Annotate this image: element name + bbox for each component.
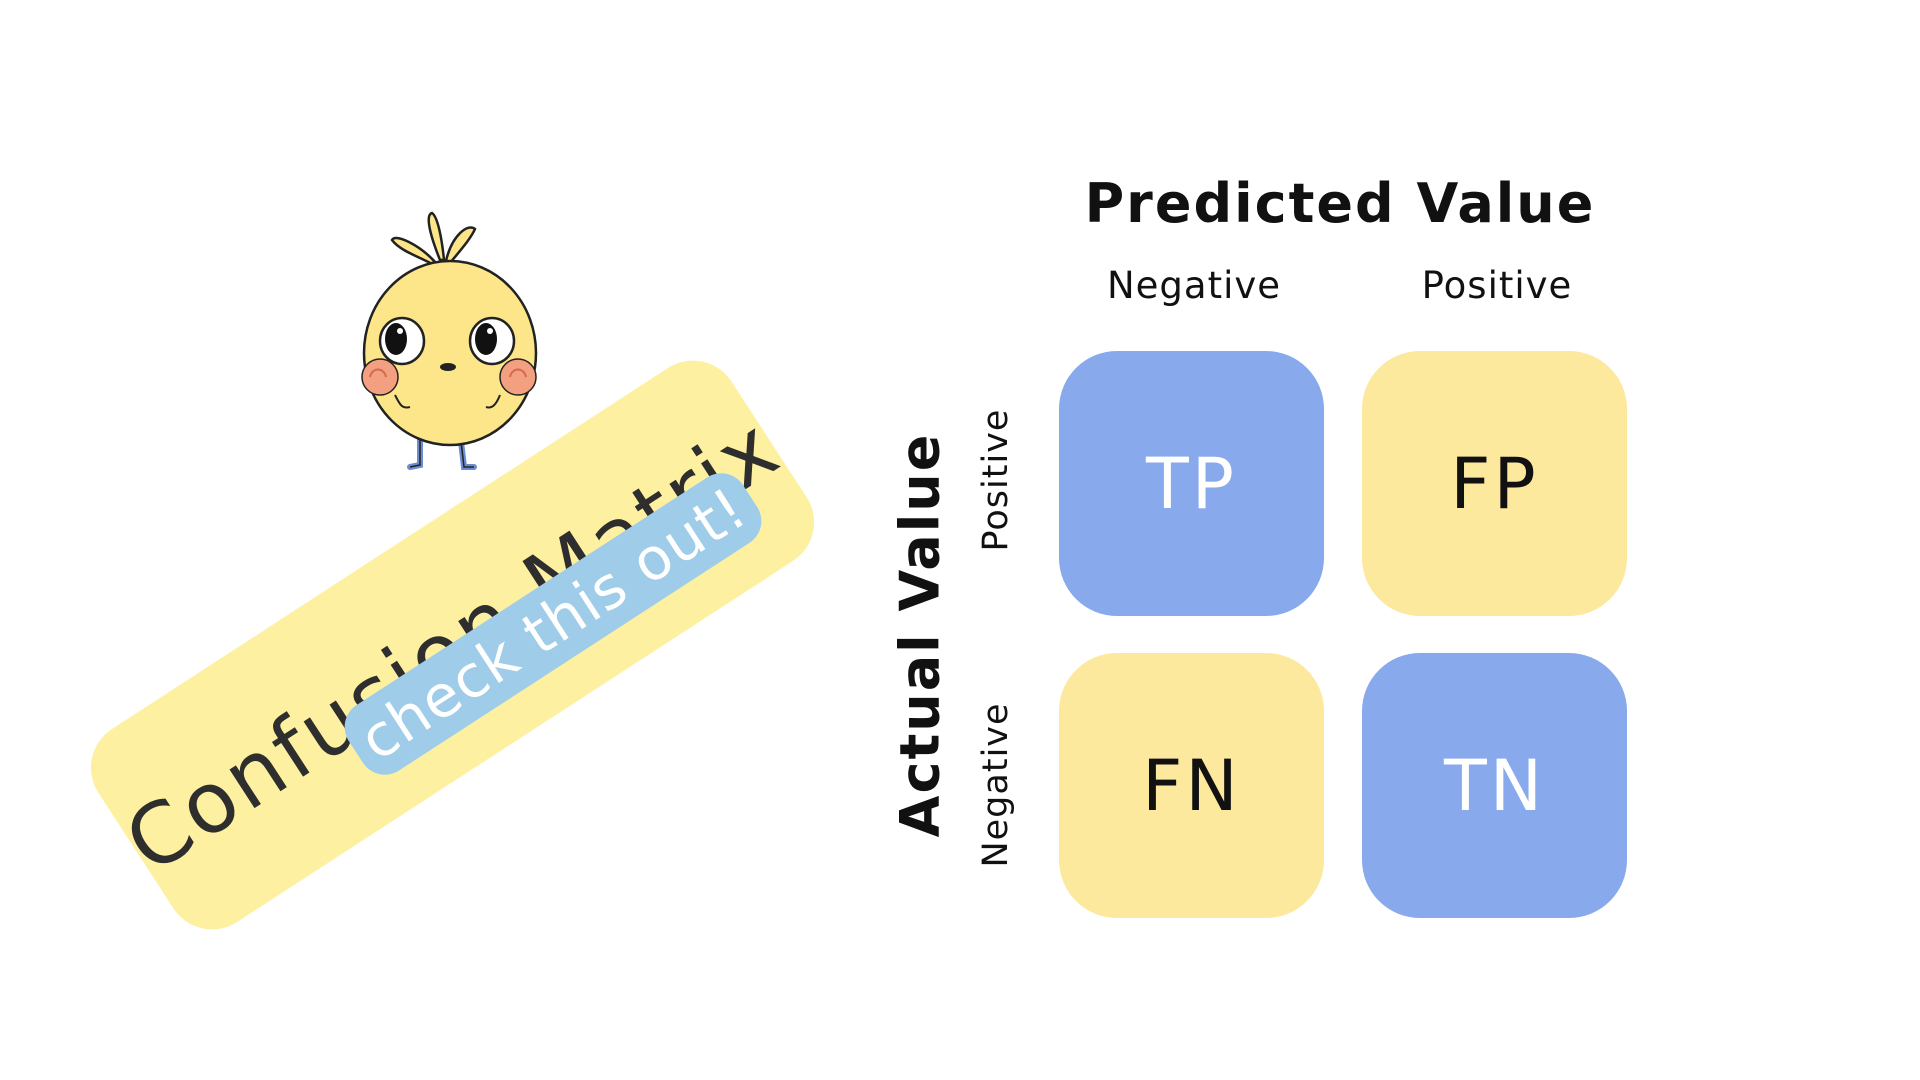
predicted-value-title: Predicted Value	[1084, 172, 1596, 235]
column-label-positive: Positive	[1421, 264, 1573, 307]
actual-value-title: Actual Value	[888, 432, 952, 838]
row-label-negative: Negative	[976, 702, 1016, 868]
column-label-negative: Negative	[1106, 264, 1282, 307]
chick-mascot-icon	[361, 211, 538, 470]
cell-true-negative: TN	[1362, 653, 1627, 918]
cell-true-positive: TP	[1059, 351, 1324, 616]
row-label-positive: Positive	[976, 408, 1016, 552]
cell-false-positive: FP	[1362, 351, 1627, 616]
cell-false-negative: FN	[1059, 653, 1324, 918]
